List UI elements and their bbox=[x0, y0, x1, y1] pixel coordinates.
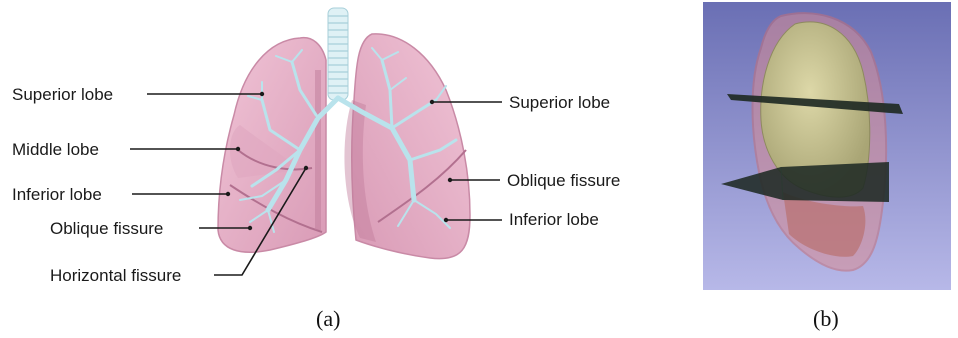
label-superior-lobe-right: Superior lobe bbox=[509, 94, 610, 111]
label-oblique-fissure-left: Oblique fissure bbox=[50, 220, 163, 237]
right-lung bbox=[218, 38, 326, 253]
lung-3d-render bbox=[703, 2, 951, 290]
trachea bbox=[328, 8, 348, 100]
lung-anatomy-diagram bbox=[0, 0, 700, 338]
caption-b: (b) bbox=[813, 308, 839, 330]
label-horizontal-fissure: Horizontal fissure bbox=[50, 267, 181, 284]
left-lung bbox=[344, 34, 470, 259]
label-inferior-lobe-left: Inferior lobe bbox=[12, 186, 102, 203]
label-middle-lobe: Middle lobe bbox=[12, 141, 99, 158]
label-inferior-lobe-right: Inferior lobe bbox=[509, 211, 599, 228]
caption-a: (a) bbox=[316, 308, 340, 330]
label-superior-lobe-left: Superior lobe bbox=[12, 86, 113, 103]
label-oblique-fissure-right: Oblique fissure bbox=[507, 172, 620, 189]
